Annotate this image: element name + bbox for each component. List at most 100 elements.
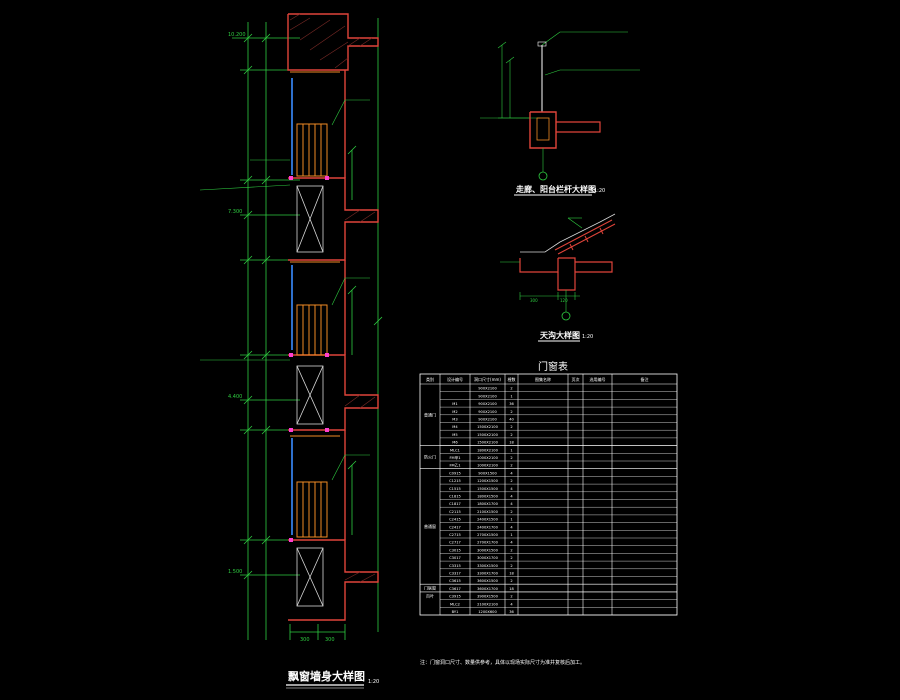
schedule-group-label: 普通门 xyxy=(424,411,436,417)
schedule-cell-qty: 1 xyxy=(510,533,512,537)
schedule-cell-size: 1500X2100 xyxy=(477,441,498,445)
railing-detail: 走廊、阳台栏杆大样图 1:20 xyxy=(480,31,640,196)
railing-detail-scale: 1:20 xyxy=(594,188,605,194)
schedule-cell-size: 1000X2100 xyxy=(477,464,498,468)
schedule-cell-size: 2400X1500 xyxy=(477,518,498,522)
schedule-cell-code: C3315 xyxy=(449,564,461,568)
schedule-cell-qty: 18 xyxy=(509,572,514,576)
schedule-cell-code: M5 xyxy=(452,433,457,437)
schedule-cell-qty: 4 xyxy=(510,541,513,545)
schedule-group-label: 普通窗 xyxy=(424,523,436,529)
schedule-cell-qty: 4 xyxy=(510,602,513,606)
schedule-cell-code: FM甲1 xyxy=(449,455,460,460)
schedule-cell-code: C1215 xyxy=(449,479,461,483)
schedule-cell-code: M2 xyxy=(452,410,457,414)
leader-lines xyxy=(199,99,370,481)
schedule-cell-code: M4 xyxy=(452,425,458,429)
schedule-cell-size: 1800X2100 xyxy=(477,448,498,452)
schedule-cell-code: FM乙1 xyxy=(449,463,460,468)
dimension-label: 300 xyxy=(300,637,310,643)
schedule-cell-size: 3300X1700 xyxy=(477,572,498,576)
schedule-cell-size: 1500X2100 xyxy=(477,433,498,437)
schedule-cell-code: C3017 xyxy=(449,556,461,560)
wall-section-detail: 10.200 7.300 4.400 1.500 xyxy=(199,13,383,689)
schedule-cell-qty: 4 xyxy=(510,495,513,499)
schedule-cell-size: 900X2100 xyxy=(478,387,497,391)
gutter-detail: 300 120 天沟大样图 1:20 xyxy=(500,213,616,342)
schedule-header-cell: 页次 xyxy=(572,376,580,382)
schedule-cell-size: 2100X2100 xyxy=(477,602,498,606)
railing-elements xyxy=(290,71,340,538)
schedule-cell-size: 2100X1500 xyxy=(477,510,498,514)
schedule-cell-code: C2115 xyxy=(449,510,461,514)
schedule-cell-size: 900X2100 xyxy=(478,394,497,398)
schedule-header-cell: 备注 xyxy=(641,376,649,382)
schedule-title: 门窗表 xyxy=(538,360,568,373)
schedule-cell-qty: 36 xyxy=(509,610,514,614)
schedule-cell-code: C3015 xyxy=(449,548,461,552)
wall-structure xyxy=(287,13,379,621)
gutter-detail-title: 天沟大样图 xyxy=(540,330,580,340)
schedule-cell-size: 1000X2100 xyxy=(477,456,498,460)
schedule-cell-code: M6 xyxy=(452,441,458,445)
schedule-header-cell: 选用编号 xyxy=(590,376,606,382)
schedule-cell-size: 900X1500 xyxy=(478,471,497,475)
gutter-detail-scale: 1:20 xyxy=(582,334,593,340)
schedule-cell-size: 3000X1500 xyxy=(477,548,498,552)
schedule-cell-qty: 2 xyxy=(510,387,512,391)
schedule-cell-code: C0915 xyxy=(449,471,461,475)
schedule-cell-size: 900X2100 xyxy=(478,402,497,406)
schedule-cell-qty: 2 xyxy=(510,410,512,414)
schedule-cell-size: 900X2100 xyxy=(478,418,497,422)
schedule-cell-size: 3000X1700 xyxy=(477,556,498,560)
schedule-cell-qty: 4 xyxy=(510,502,513,506)
schedule-header-cell: 类别 xyxy=(426,376,434,382)
wall-hatch xyxy=(289,13,376,583)
schedule-cell-code: M1 xyxy=(452,402,457,406)
schedule-header-cell: 图集名称 xyxy=(535,376,551,382)
elevation-label: 1.500 xyxy=(228,569,242,575)
schedule-cell-qty: 2 xyxy=(510,425,512,429)
schedule-cell-code: BY1 xyxy=(452,610,459,614)
schedule-cell-qty: 18 xyxy=(509,587,514,591)
railing-detail-title: 走廊、阳台栏杆大样图 xyxy=(515,184,596,194)
schedule-cell-qty: 2 xyxy=(510,556,512,560)
schedule-cell-code: C1515 xyxy=(449,487,461,491)
schedule-cell-code: MLC2 xyxy=(450,602,460,606)
schedule-cell-code: C2717 xyxy=(449,541,461,545)
schedule-group-label: 门联窗 xyxy=(424,585,436,591)
schedule-cell-size: 1500X2100 xyxy=(477,425,498,429)
schedule-cell-qty: 2 xyxy=(510,464,512,468)
schedule-cell-size: 1800X1700 xyxy=(477,502,498,506)
dimension-label: 120 xyxy=(560,298,568,303)
wall-section-title: 飘窗墙身大样图 xyxy=(288,669,365,683)
schedule-cell-qty: 2 xyxy=(510,595,512,599)
schedule-cell-code: C1815 xyxy=(449,495,461,499)
schedule-cell-code: C3317 xyxy=(449,572,461,576)
schedule-header-cell: 洞口尺寸(mm) xyxy=(474,376,501,382)
schedule-header-cell: 樘数 xyxy=(508,376,516,382)
schedule-cell-code: C1817 xyxy=(449,502,461,506)
schedule-cell-qty: 2 xyxy=(510,579,512,583)
schedule-cell-qty: 36 xyxy=(509,402,514,406)
schedule-header-cell: 设计编号 xyxy=(447,376,463,382)
elevation-label: 4.400 xyxy=(228,394,242,400)
schedule-cell-size: 3300X1500 xyxy=(477,564,498,568)
schedule-cell-size: 1200X600 xyxy=(478,610,497,614)
schedule-group-label: 百叶 xyxy=(426,592,434,598)
schedule-group-label: 防火门 xyxy=(424,454,436,460)
schedule-cell-qty: 1 xyxy=(510,394,512,398)
schedule-cell-size: 2700X1700 xyxy=(477,541,498,545)
schedule-cell-code: MLC1 xyxy=(450,448,460,452)
schedule-cell-qty: 4 xyxy=(510,487,513,491)
wall-section-scale: 1:20 xyxy=(368,679,379,685)
schedule-note: 注：门窗洞口尺寸、数量供参考，具体以现场实际尺寸为准并复核后加工。 xyxy=(420,659,585,666)
schedule-table: 类别 设计编号 洞口尺寸(mm) 樘数 图集名称 页次 选用编号 备注普通门防火门普通窗门联窗… xyxy=(419,373,678,616)
schedule-cell-qty: 4 xyxy=(510,471,513,475)
schedule-cell-qty: 1 xyxy=(510,518,512,522)
schedule-cell-qty: 18 xyxy=(509,441,514,445)
schedule-cell-code: C3617 xyxy=(449,587,461,591)
schedule-cell-size: 3600X1700 xyxy=(477,587,498,591)
anchor-points xyxy=(289,176,329,542)
